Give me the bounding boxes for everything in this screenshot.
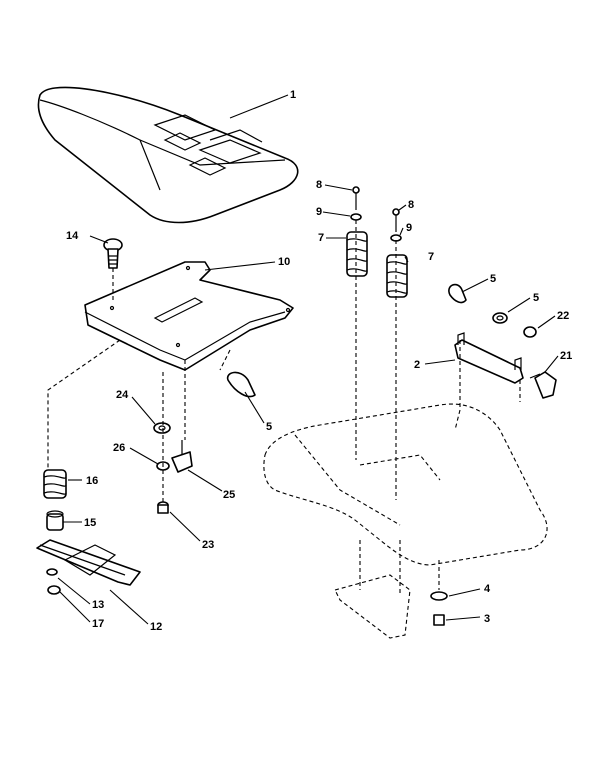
callout-9-left: 9 <box>316 206 322 218</box>
washer-4 <box>430 591 448 601</box>
callout-23: 23 <box>202 539 214 551</box>
washer-13 <box>46 568 58 576</box>
callout-26: 26 <box>113 442 125 454</box>
callout-15: 15 <box>84 517 96 529</box>
spacer-15 <box>46 510 64 531</box>
washer-24 <box>153 422 171 434</box>
pivot-bracket <box>454 332 524 384</box>
slide-plate <box>36 539 141 586</box>
bolt-23 <box>157 501 169 514</box>
seat-pan <box>84 261 294 371</box>
nut-22 <box>523 326 537 338</box>
callout-5-top: 5 <box>490 273 496 285</box>
hair-pin-clip-top <box>448 283 467 304</box>
alignment-lines <box>47 220 521 595</box>
nut-17 <box>47 585 61 595</box>
callout-1: 1 <box>290 89 296 101</box>
callout-5-lower: 5 <box>266 421 272 433</box>
callout-13: 13 <box>92 599 104 611</box>
callout-3: 3 <box>484 613 490 625</box>
callout-8-left: 8 <box>316 179 322 191</box>
shoulder-bolt-left <box>350 186 362 221</box>
callout-21: 21 <box>560 350 572 362</box>
callout-17: 17 <box>92 618 104 630</box>
seat <box>37 86 299 224</box>
callout-22: 22 <box>557 310 569 322</box>
knob-21 <box>529 371 557 399</box>
callout-2: 2 <box>414 359 420 371</box>
nut-6 <box>492 312 508 324</box>
hair-pin-clip-lower <box>226 371 256 398</box>
callout-9-right: 9 <box>406 222 412 234</box>
spring-left <box>346 231 368 277</box>
leader-lines <box>57 94 559 625</box>
bolt-3 <box>433 614 445 626</box>
callout-6: 5 <box>533 292 539 304</box>
callout-12: 12 <box>150 621 162 633</box>
callout-7-right: 7 <box>428 251 434 263</box>
callout-25: 25 <box>223 489 235 501</box>
callout-7-left: 7 <box>318 232 324 244</box>
callout-4: 4 <box>484 583 491 595</box>
shoulder-bolt-right <box>390 208 402 242</box>
callout-10: 10 <box>278 256 290 268</box>
callout-16: 16 <box>86 475 98 487</box>
callout-8-right: 8 <box>408 199 414 211</box>
tractor-frame <box>263 403 548 639</box>
spring-16 <box>43 469 67 499</box>
bolt-25 <box>171 440 193 473</box>
spring-right <box>386 254 408 298</box>
callout-labels: 1 8 8 9 9 7 7 14 10 5 5 22 2 21 24 5 26 … <box>66 89 572 633</box>
callout-24: 24 <box>116 389 129 401</box>
callout-14: 14 <box>66 230 79 242</box>
carriage-bolt <box>103 238 123 269</box>
